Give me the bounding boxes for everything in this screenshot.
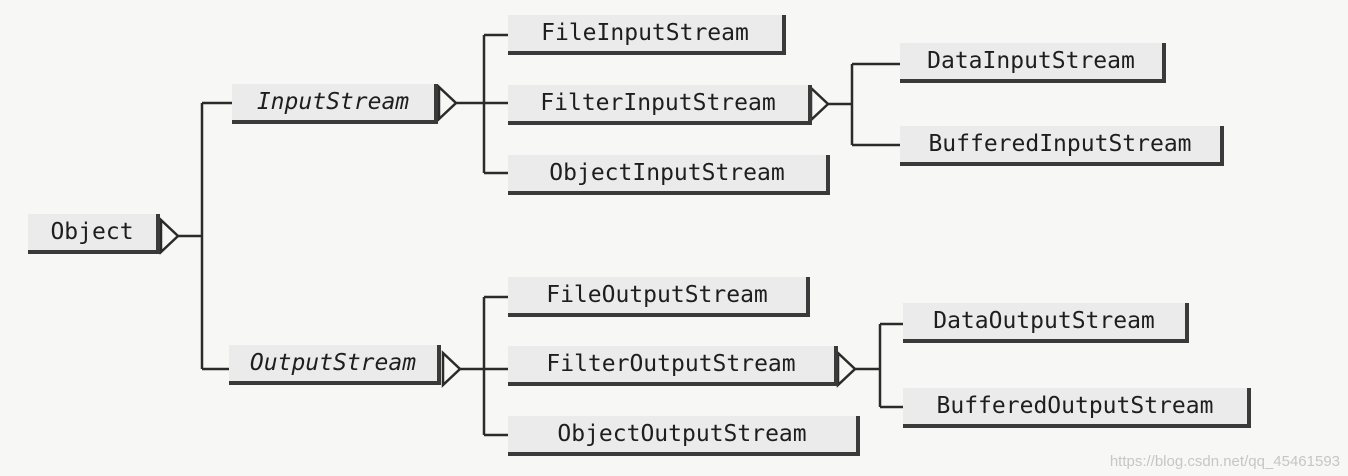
node-object-input-stream: ObjectInputStream bbox=[508, 155, 830, 195]
inherit-arrow-filteroutputstream bbox=[836, 350, 857, 388]
watermark-text: https://blog.csdn.net/qq_45461593 bbox=[1109, 453, 1340, 470]
node-file-output-stream: FileOutputStream bbox=[508, 277, 810, 317]
node-object: Object bbox=[28, 214, 160, 254]
node-filter-output-stream: FilterOutputStream bbox=[508, 346, 838, 386]
connector-outputstream-children bbox=[460, 295, 510, 437]
inherit-arrow-outputstream bbox=[441, 350, 462, 388]
node-data-input-stream: DataInputStream bbox=[900, 43, 1166, 83]
node-input-stream: InputStream bbox=[232, 84, 438, 124]
connector-filteroutputstream-children bbox=[855, 322, 904, 409]
node-output-stream: OutputStream bbox=[229, 345, 441, 385]
inherit-arrow-filterinputstream bbox=[809, 85, 830, 123]
connector-inputstream-children bbox=[456, 33, 510, 175]
inherit-arrow-object bbox=[159, 217, 180, 255]
node-buffered-output-stream: BufferedOutputStream bbox=[903, 388, 1251, 428]
connector-object-children bbox=[178, 101, 232, 371]
node-buffered-input-stream: BufferedInputStream bbox=[900, 126, 1224, 166]
connector-filterinputstream-children bbox=[828, 62, 902, 147]
inherit-arrow-inputstream bbox=[437, 84, 458, 122]
node-filter-input-stream: FilterInputStream bbox=[508, 85, 812, 125]
node-data-output-stream: DataOutputStream bbox=[903, 303, 1189, 343]
node-file-input-stream: FileInputStream bbox=[508, 15, 786, 55]
node-object-output-stream: ObjectOutputStream bbox=[508, 416, 860, 456]
